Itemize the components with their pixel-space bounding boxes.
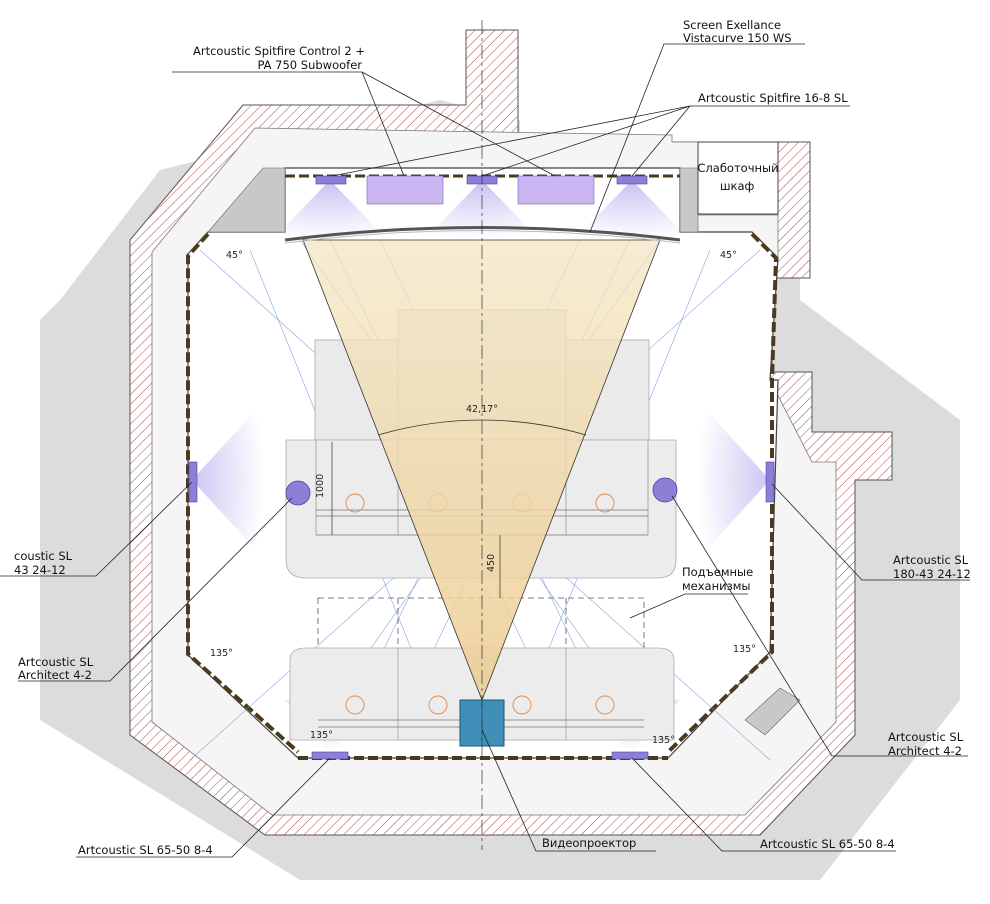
side-speaker-right xyxy=(765,461,775,503)
angle-45-left: 45° xyxy=(226,250,243,261)
spread-front-2 xyxy=(424,180,540,240)
spread-front-1 xyxy=(272,180,388,240)
label-right-sl-1: Artcoustic SL xyxy=(893,553,969,567)
subwoofer-right xyxy=(517,175,595,205)
angle-135-right-lower: 135° xyxy=(652,735,675,746)
label-spitfire-control-2: PA 750 Subwoofer xyxy=(257,58,362,72)
label-lifts-1: Подъемные xyxy=(682,565,753,579)
leader-lifts xyxy=(629,593,748,619)
angle-135-right-upper: 135° xyxy=(733,644,756,655)
label-spitfire-control-1: Artcoustic Spitfire Control 2 + xyxy=(193,44,365,58)
angle-135-left-upper: 135° xyxy=(210,648,233,659)
spread-left xyxy=(192,400,265,560)
label-bottom-right-sl: Artcoustic SL 65-50 8-4 xyxy=(760,837,895,851)
dim-1000: 1000 xyxy=(315,474,326,498)
leader-spitfire-16-c xyxy=(631,105,691,177)
label-bottom-left-sl: Artcoustic SL 65-50 8-4 xyxy=(78,843,213,857)
cabinet-label-1: Слаботочный xyxy=(697,161,778,175)
label-lifts-2: механизмы xyxy=(682,579,750,593)
leader-right-architect xyxy=(671,495,968,757)
leader-screen xyxy=(589,43,805,233)
label-left-arch-2: Architect 4-2 xyxy=(18,668,92,682)
cabinet-label-2: шкаф xyxy=(720,179,755,193)
front-speaker-left xyxy=(315,175,347,185)
low-voltage-cabinet xyxy=(697,141,779,215)
leader-projector xyxy=(481,729,656,852)
leader-spitfire-control-2 xyxy=(361,71,556,177)
label-left-sl-1: coustic SL xyxy=(14,549,73,563)
angle-45-right: 45° xyxy=(720,250,737,261)
dim-450: 450 xyxy=(486,554,497,572)
label-left-sl-2: 43 24-12 xyxy=(14,563,66,577)
front-speaker-right xyxy=(616,175,648,185)
label-right-arch-1: Artcoustic SL xyxy=(888,730,964,744)
subwoofer-left xyxy=(366,175,444,205)
side-speaker-left xyxy=(188,461,198,503)
label-spitfire-16: Artcoustic Spitfire 16-8 SL xyxy=(698,91,848,105)
leader-spitfire-16-b xyxy=(481,105,691,177)
spread-front-3 xyxy=(574,180,690,240)
projection-cone xyxy=(302,239,661,702)
acoustic-panels-left xyxy=(186,232,300,754)
label-left-arch-1: Artcoustic SL xyxy=(18,655,94,669)
label-screen-1: Screen Exellance xyxy=(683,18,781,32)
acoustic-panels-right xyxy=(666,232,779,754)
label-right-sl-2: 180-43 24-12 xyxy=(893,567,971,581)
leader-bottom-left-sl xyxy=(76,757,331,858)
leader-left-architect xyxy=(18,497,293,682)
architect-speaker-right xyxy=(652,477,678,503)
projection-angle-text: 42,17° xyxy=(466,404,498,415)
label-projector: Видеопроектор xyxy=(542,836,636,850)
architect-speaker-left xyxy=(285,480,311,506)
leader-left-sl xyxy=(0,481,193,577)
label-screen-2: Vistacurve 150 WS xyxy=(683,31,792,45)
leader-right-sl xyxy=(771,483,970,581)
rear-speaker-right xyxy=(611,751,649,760)
angle-135-left-lower: 135° xyxy=(310,730,333,741)
corner-fill-br xyxy=(744,687,801,736)
label-right-arch-2: Architect 4-2 xyxy=(888,744,962,758)
spread-right xyxy=(697,400,770,560)
corner-fill-right xyxy=(679,167,699,233)
leader-bottom-right-sl xyxy=(631,757,896,852)
rear-speaker-left xyxy=(311,751,349,760)
